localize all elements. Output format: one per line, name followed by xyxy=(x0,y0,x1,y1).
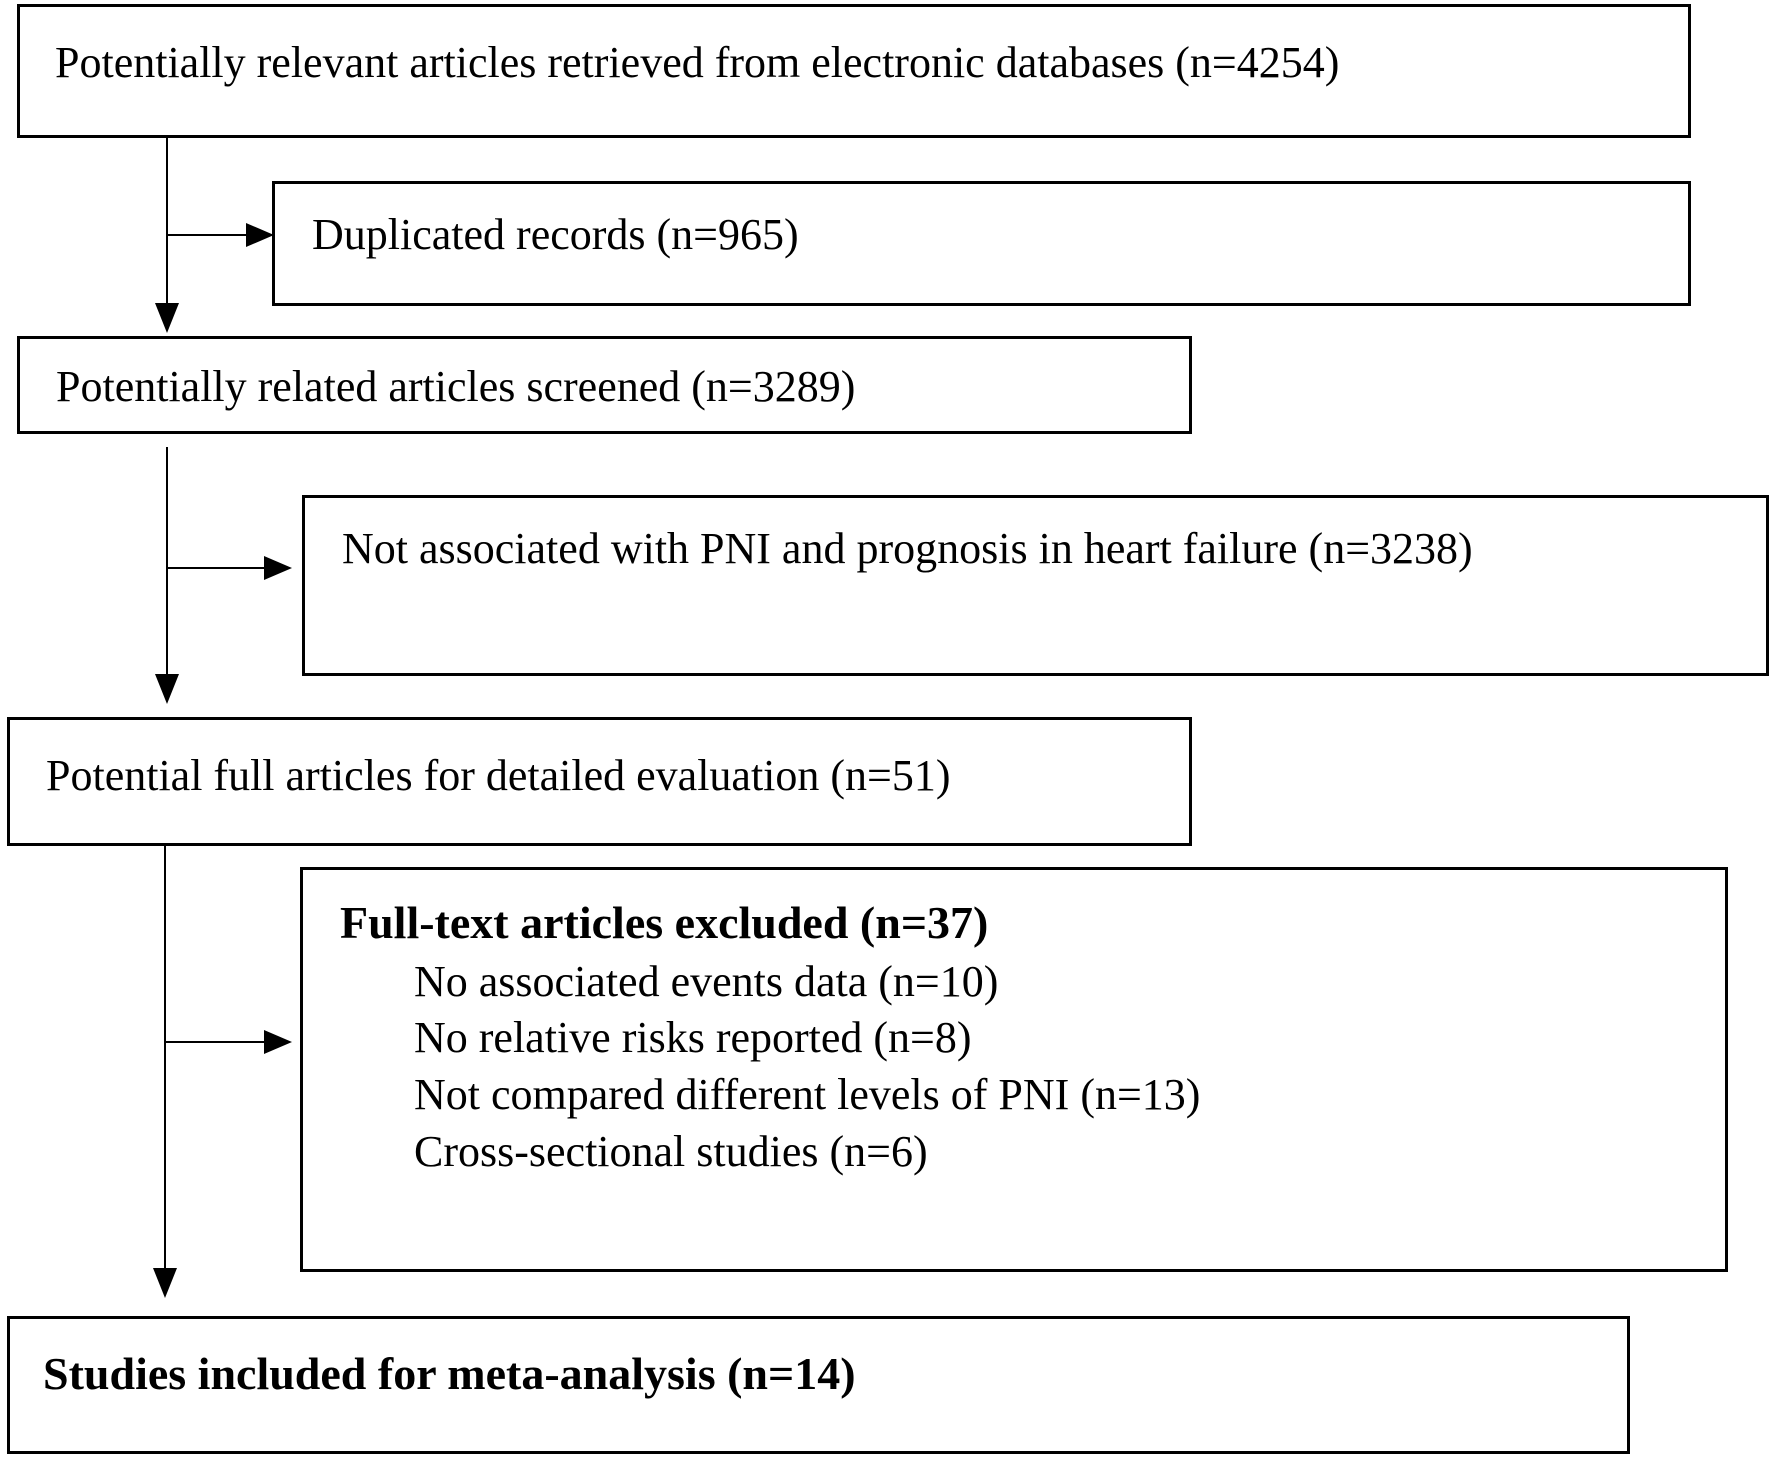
excluded-title: Full-text articles excluded (n=37) xyxy=(340,897,989,948)
screened-box: Potentially related articles screened (n… xyxy=(17,336,1192,434)
duplicates-text: Duplicated records (n=965) xyxy=(312,210,799,259)
screened-text: Potentially related articles screened (n… xyxy=(56,362,856,411)
excluded-item-4: Cross-sectional studies (n=6) xyxy=(414,1127,928,1176)
duplicates-box: Duplicated records (n=965) xyxy=(272,181,1691,306)
records-retrieved-box: Potentially relevant articles retrieved … xyxy=(17,4,1691,138)
records-retrieved-text: Potentially relevant articles retrieved … xyxy=(55,38,1340,87)
arrow-down-icon xyxy=(153,1268,177,1298)
excluded-item-1: No associated events data (n=10) xyxy=(414,957,999,1006)
not-associated-text: Not associated with PNI and prognosis in… xyxy=(342,524,1473,573)
arrow-right-icon xyxy=(264,1030,292,1054)
arrow-right-icon xyxy=(264,556,292,580)
excluded-item-2: No relative risks reported (n=8) xyxy=(414,1013,972,1062)
excluded-item-3: Not compared different levels of PNI (n=… xyxy=(414,1070,1201,1119)
arrow-down-icon xyxy=(155,303,179,333)
included-box: Studies included for meta-analysis (n=14… xyxy=(7,1316,1630,1454)
arrow-down-icon xyxy=(155,674,179,704)
included-text: Studies included for meta-analysis (n=14… xyxy=(43,1348,856,1399)
not-associated-box: Not associated with PNI and prognosis in… xyxy=(302,495,1769,676)
arrow-right-icon xyxy=(246,223,274,247)
full-articles-box: Potential full articles for detailed eva… xyxy=(7,717,1192,846)
excluded-box: Full-text articles excluded (n=37) No as… xyxy=(300,867,1728,1272)
full-articles-text: Potential full articles for detailed eva… xyxy=(46,751,951,800)
